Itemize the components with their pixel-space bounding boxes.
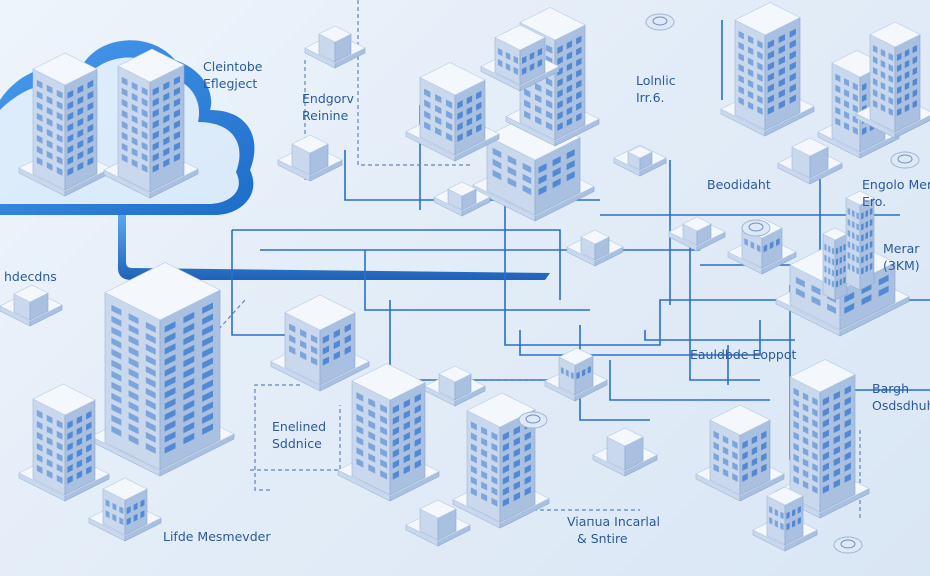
relay-box — [791, 137, 829, 179]
label-bargh: BarghOsdsdhuhi — [872, 381, 930, 413]
small-office — [102, 477, 148, 536]
service-building — [284, 294, 356, 386]
broadband-node — [741, 217, 783, 269]
export-building — [709, 404, 771, 496]
data-pipe — [118, 215, 550, 280]
dish-icon — [890, 151, 920, 169]
dish-icon — [652, 16, 668, 26]
tower-far-east — [869, 21, 921, 133]
dish-icon — [645, 13, 675, 31]
label-devices: hdecdns — [4, 269, 57, 284]
annex-building — [766, 486, 804, 546]
dish-icon — [525, 414, 541, 424]
midrise-building — [351, 363, 426, 496]
tall-tower — [789, 359, 856, 513]
antenna-node — [318, 25, 352, 63]
dish-icon — [897, 154, 913, 164]
dish-icon — [518, 411, 548, 429]
dish-icon — [840, 539, 856, 549]
relay-building — [558, 347, 594, 396]
kiosk — [419, 499, 457, 541]
main-tower — [104, 262, 221, 471]
label-merar: Merar(3KM) — [883, 241, 920, 273]
glass-building — [466, 392, 536, 523]
campus-tower-1 — [822, 227, 848, 301]
campus-tower-2 — [845, 190, 875, 291]
dish-icon — [741, 219, 771, 237]
device-hub — [13, 284, 49, 321]
hub-building — [419, 62, 486, 156]
label-virtual: Viaпua Incarlal& Sntire — [567, 514, 661, 546]
small-node — [606, 427, 644, 471]
antenna-building — [32, 383, 96, 496]
mini-node-base — [613, 144, 667, 177]
server-node — [682, 216, 712, 246]
mini-node — [627, 145, 653, 171]
tower-northeast — [734, 2, 801, 131]
utility-node — [438, 365, 472, 401]
energy-node — [291, 134, 329, 176]
cloud-tower-right — [117, 48, 185, 193]
label-messenger: Lifde Mesmevder — [163, 529, 271, 544]
dish-icon — [833, 536, 863, 554]
label-export: Eauldbde Eoppot — [690, 347, 797, 362]
data-center — [486, 113, 581, 216]
switch-node — [447, 181, 477, 211]
router-node — [580, 229, 610, 261]
buildings — [0, 2, 930, 554]
cloud-tower-left — [32, 52, 98, 191]
dish-icon — [748, 222, 764, 232]
label-broadband: Beodidaht — [707, 177, 771, 192]
rooftop-node — [494, 24, 546, 86]
